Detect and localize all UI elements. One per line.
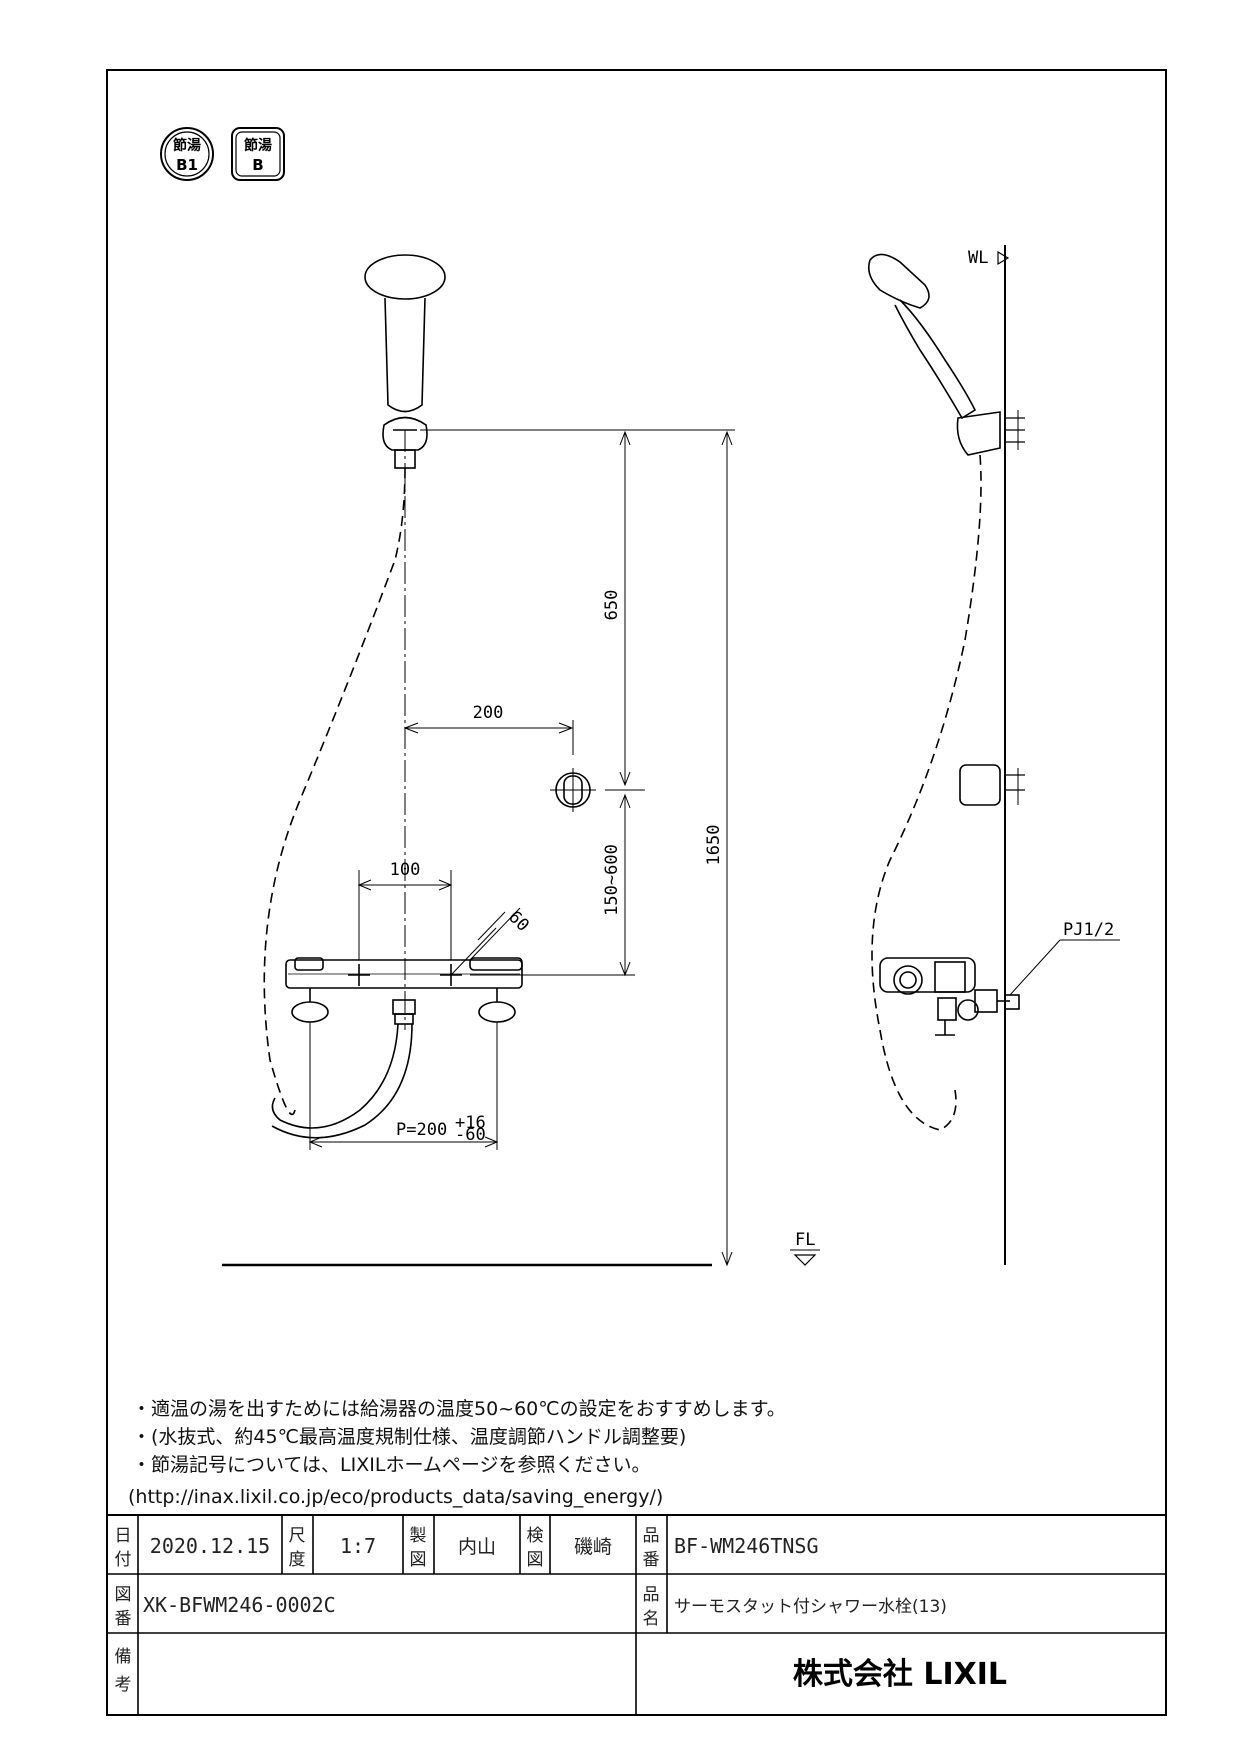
hose-side	[871, 454, 982, 1131]
product-name-label-2: 名	[643, 1609, 660, 1629]
dim-100: 100	[390, 860, 421, 880]
product-name-value: サーモスタット付シャワー水栓(13)	[674, 1597, 947, 1617]
front-view	[222, 254, 735, 1267]
drawn-value: 内山	[458, 1536, 496, 1558]
title-block	[107, 1514, 1166, 1715]
shower-head-side	[867, 253, 930, 309]
part-no-value: BF-WM246TNSG	[674, 1534, 819, 1558]
left-union	[291, 1001, 329, 1023]
drawing-no-label-1: 図	[115, 1585, 132, 1605]
saving-badge-b1: 節湯 B1	[160, 127, 214, 181]
note-url: (http://inax.lixil.co.jp/eco/products_da…	[128, 1486, 663, 1508]
date-label-2: 付	[115, 1550, 132, 1570]
remarks-label-2: 考	[115, 1675, 132, 1695]
checked-label-1: 検	[527, 1526, 544, 1546]
shower-handle	[384, 297, 426, 413]
hose-loop	[271, 1023, 399, 1129]
note-3: ・節湯記号については、LIXILホームページを参照ください。	[132, 1454, 651, 1476]
company-logo: 株式会社 LIXIL	[793, 1657, 1007, 1692]
date-value: 2020.12.15	[150, 1534, 270, 1558]
part-no-label-1: 品	[643, 1526, 660, 1546]
side-view	[790, 245, 1120, 1266]
scale-value: 1:7	[340, 1534, 376, 1558]
note-1: ・適温の湯を出すためには給湯器の温度50~60℃の設定をおすすめします。	[132, 1398, 786, 1420]
faucet-side-body	[879, 957, 976, 993]
checked-value: 磯崎	[574, 1536, 612, 1558]
saving-badge-b: 節湯 B	[231, 127, 285, 181]
badge-b1-bottom: B1	[176, 156, 198, 174]
drawn-label-2: 図	[410, 1550, 427, 1570]
scale-label-1: 尺	[289, 1526, 306, 1546]
holder-side-top	[956, 411, 1001, 456]
remarks-label-1: 備	[115, 1647, 132, 1667]
dim-pitch-tol-lower: -60	[455, 1125, 486, 1145]
dim-60: 60	[504, 907, 533, 936]
shower-holder	[382, 416, 428, 451]
part-no-label-2: 番	[643, 1550, 660, 1570]
wl-label: WL	[968, 248, 988, 268]
scale-label-2: 度	[289, 1550, 306, 1570]
checked-label-2: 図	[527, 1550, 544, 1570]
holder-side-bottom	[959, 764, 1001, 806]
dim-pitch: P=200	[396, 1120, 447, 1140]
fl-label: FL	[795, 1230, 815, 1250]
drawing-no-value: XK-BFWM246-0002C	[143, 1593, 336, 1617]
drawn-label-1: 製	[410, 1526, 427, 1546]
dim-650: 650	[602, 590, 622, 621]
badge-b1-top: 節湯	[173, 137, 201, 154]
right-union	[478, 1001, 516, 1023]
product-name-label-1: 品	[643, 1585, 660, 1605]
badge-b-bottom: B	[252, 156, 263, 174]
shower-hose	[263, 467, 406, 1116]
badge-b-top: 節湯	[244, 137, 272, 154]
dim-pitch-tol-upper: +16	[455, 1113, 486, 1133]
note-2: ・(水抜式、約45℃最高温度規制仕様、温度調節ハンドル調整要)	[132, 1426, 686, 1448]
drawing-no-label-2: 番	[115, 1609, 132, 1629]
faucet-body	[285, 959, 523, 989]
date-label-1: 日	[115, 1526, 132, 1546]
shower-head	[364, 254, 446, 300]
dim-150-600: 150~600	[602, 844, 622, 916]
dim-200: 200	[473, 703, 504, 723]
dim-1650: 1650	[704, 825, 724, 866]
pipe-size-label: PJ1/2	[1063, 920, 1114, 940]
